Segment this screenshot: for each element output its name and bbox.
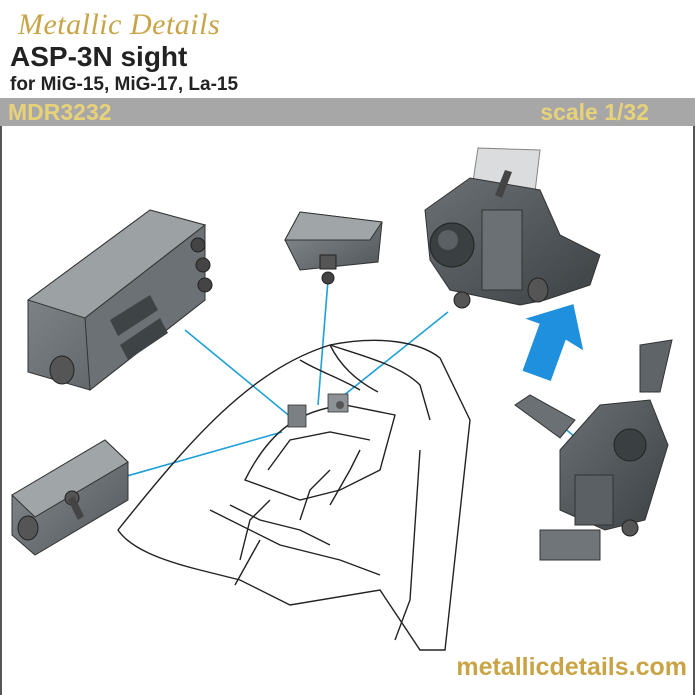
- control-box-part: [26, 209, 213, 391]
- website-url[interactable]: metallicdetails.com: [456, 653, 687, 681]
- illustration-frame: [0, 126, 695, 695]
- info-bar: MDR3232 scale 1/32: [0, 98, 695, 126]
- direction-arrow: [522, 304, 584, 382]
- cockpit-outline: [117, 339, 471, 651]
- switch-box-part: [284, 211, 383, 285]
- product-subtitle: for MiG-15, MiG-17, La-15: [10, 74, 239, 95]
- gunsight-rear-part: [514, 339, 673, 561]
- product-scale: scale 1/32: [540, 99, 649, 125]
- product-title: ASP-3N sight: [10, 41, 188, 72]
- sight-installed: [287, 393, 349, 428]
- gunsight-main-part: [424, 147, 601, 309]
- product-code: MDR3232: [8, 99, 112, 125]
- brand-logo-text: Metallic Details: [18, 8, 221, 41]
- lower-switch-box-part: [11, 439, 129, 556]
